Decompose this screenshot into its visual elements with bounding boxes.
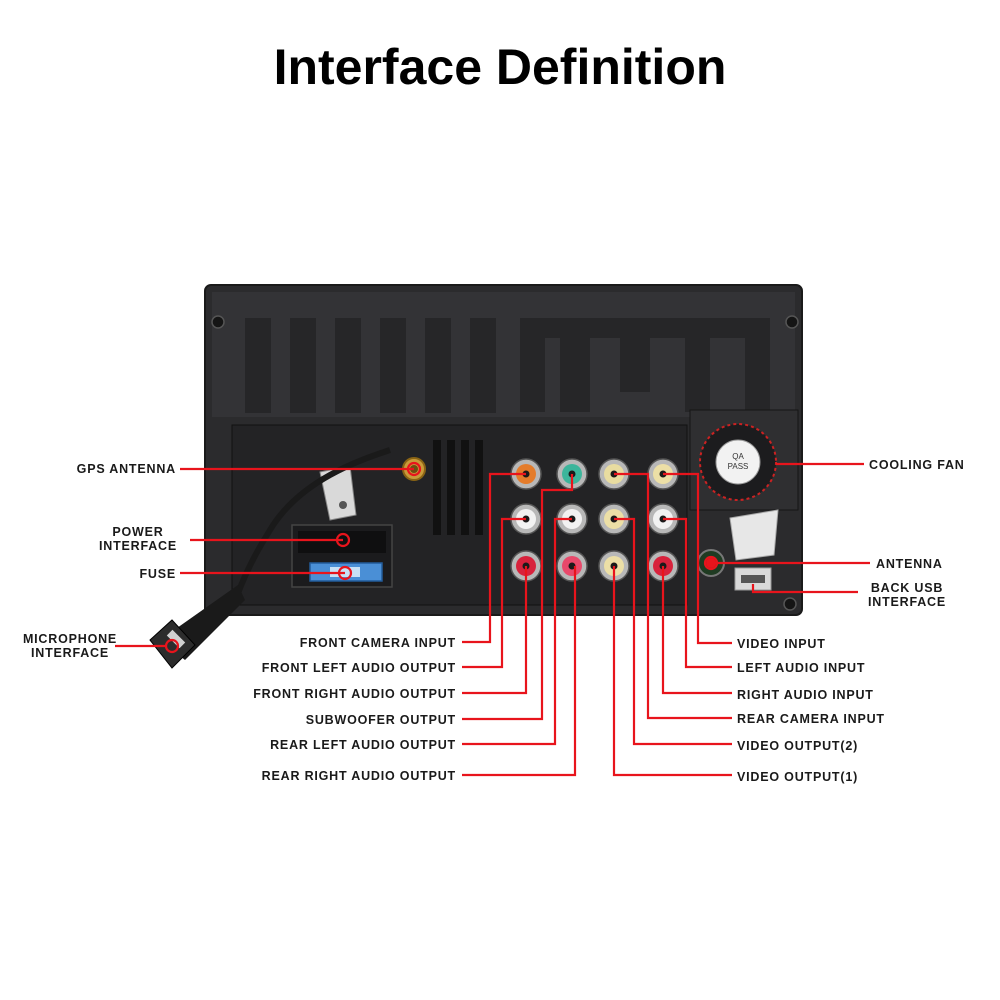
front-camera-input-leader <box>462 472 526 644</box>
page-title: Interface Definition <box>273 39 727 95</box>
video-output-1-leader <box>612 566 732 777</box>
label-cooling-fan: COOLING FAN <box>869 458 965 472</box>
front-left-audio-output-leader <box>462 517 526 669</box>
label-rear-camera-input: REAR CAMERA INPUT <box>737 712 885 726</box>
label-subwoofer-output: SUBWOOFER OUTPUT <box>305 713 456 727</box>
leader-endpoint-marker <box>335 532 351 548</box>
label-back-usb-interface: BACK USB INTERFACE <box>867 581 947 609</box>
rear-camera-input-leader <box>614 472 732 720</box>
right-audio-input-leader <box>661 566 732 695</box>
leader-lines <box>115 461 870 777</box>
label-video-output-1: VIDEO OUTPUT(1) <box>737 770 859 784</box>
label-left-audio-input: LEFT AUDIO INPUT <box>737 661 866 675</box>
label-rear-left-audio-output: REAR LEFT AUDIO OUTPUT <box>270 738 456 752</box>
video-input-leader <box>663 472 732 645</box>
leader-endpoint-marker <box>164 638 180 654</box>
microphone-plug <box>149 585 245 669</box>
label-front-camera-input: FRONT CAMERA INPUT <box>299 636 456 650</box>
subwoofer-output-leader <box>462 474 574 721</box>
label-right-audio-input: RIGHT AUDIO INPUT <box>737 688 874 702</box>
label-rear-right-audio-output: REAR RIGHT AUDIO OUTPUT <box>261 769 456 783</box>
rear-right-audio-output-leader <box>462 566 577 777</box>
leader-endpoint-marker <box>406 461 422 477</box>
label-front-right-audio-output: FRONT RIGHT AUDIO OUTPUT <box>253 687 456 701</box>
qa-sticker-line2: PASS <box>728 462 749 471</box>
label-antenna: ANTENNA <box>876 557 943 571</box>
qa-sticker-line1: QA <box>732 452 744 461</box>
left-audio-input-leader <box>663 517 732 669</box>
label-video-output-2: VIDEO OUTPUT(2) <box>737 739 859 753</box>
label-microphone-interface: MICROPHONE INTERFACE <box>22 632 118 660</box>
leader-endpoint-marker <box>337 565 353 581</box>
front-right-audio-output-leader <box>462 566 528 695</box>
label-front-left-audio-output: FRONT LEFT AUDIO OUTPUT <box>261 661 456 675</box>
back-usb-interface-leader <box>751 584 858 594</box>
label-fuse: FUSE <box>139 567 176 581</box>
rear-left-audio-output-leader <box>462 517 572 746</box>
label-video-input: VIDEO INPUT <box>737 637 826 651</box>
label-gps-antenna: GPS ANTENNA <box>76 462 176 476</box>
rear-right-audio-output-jack <box>556 550 588 582</box>
cooling-fan: QA PASS <box>699 423 777 501</box>
video-output-2-leader <box>614 517 732 746</box>
leader-endpoint-marker <box>703 555 719 571</box>
vent-grille <box>433 440 483 535</box>
power-connector <box>291 524 393 588</box>
label-power-interface: POWER INTERFACE <box>98 525 178 553</box>
